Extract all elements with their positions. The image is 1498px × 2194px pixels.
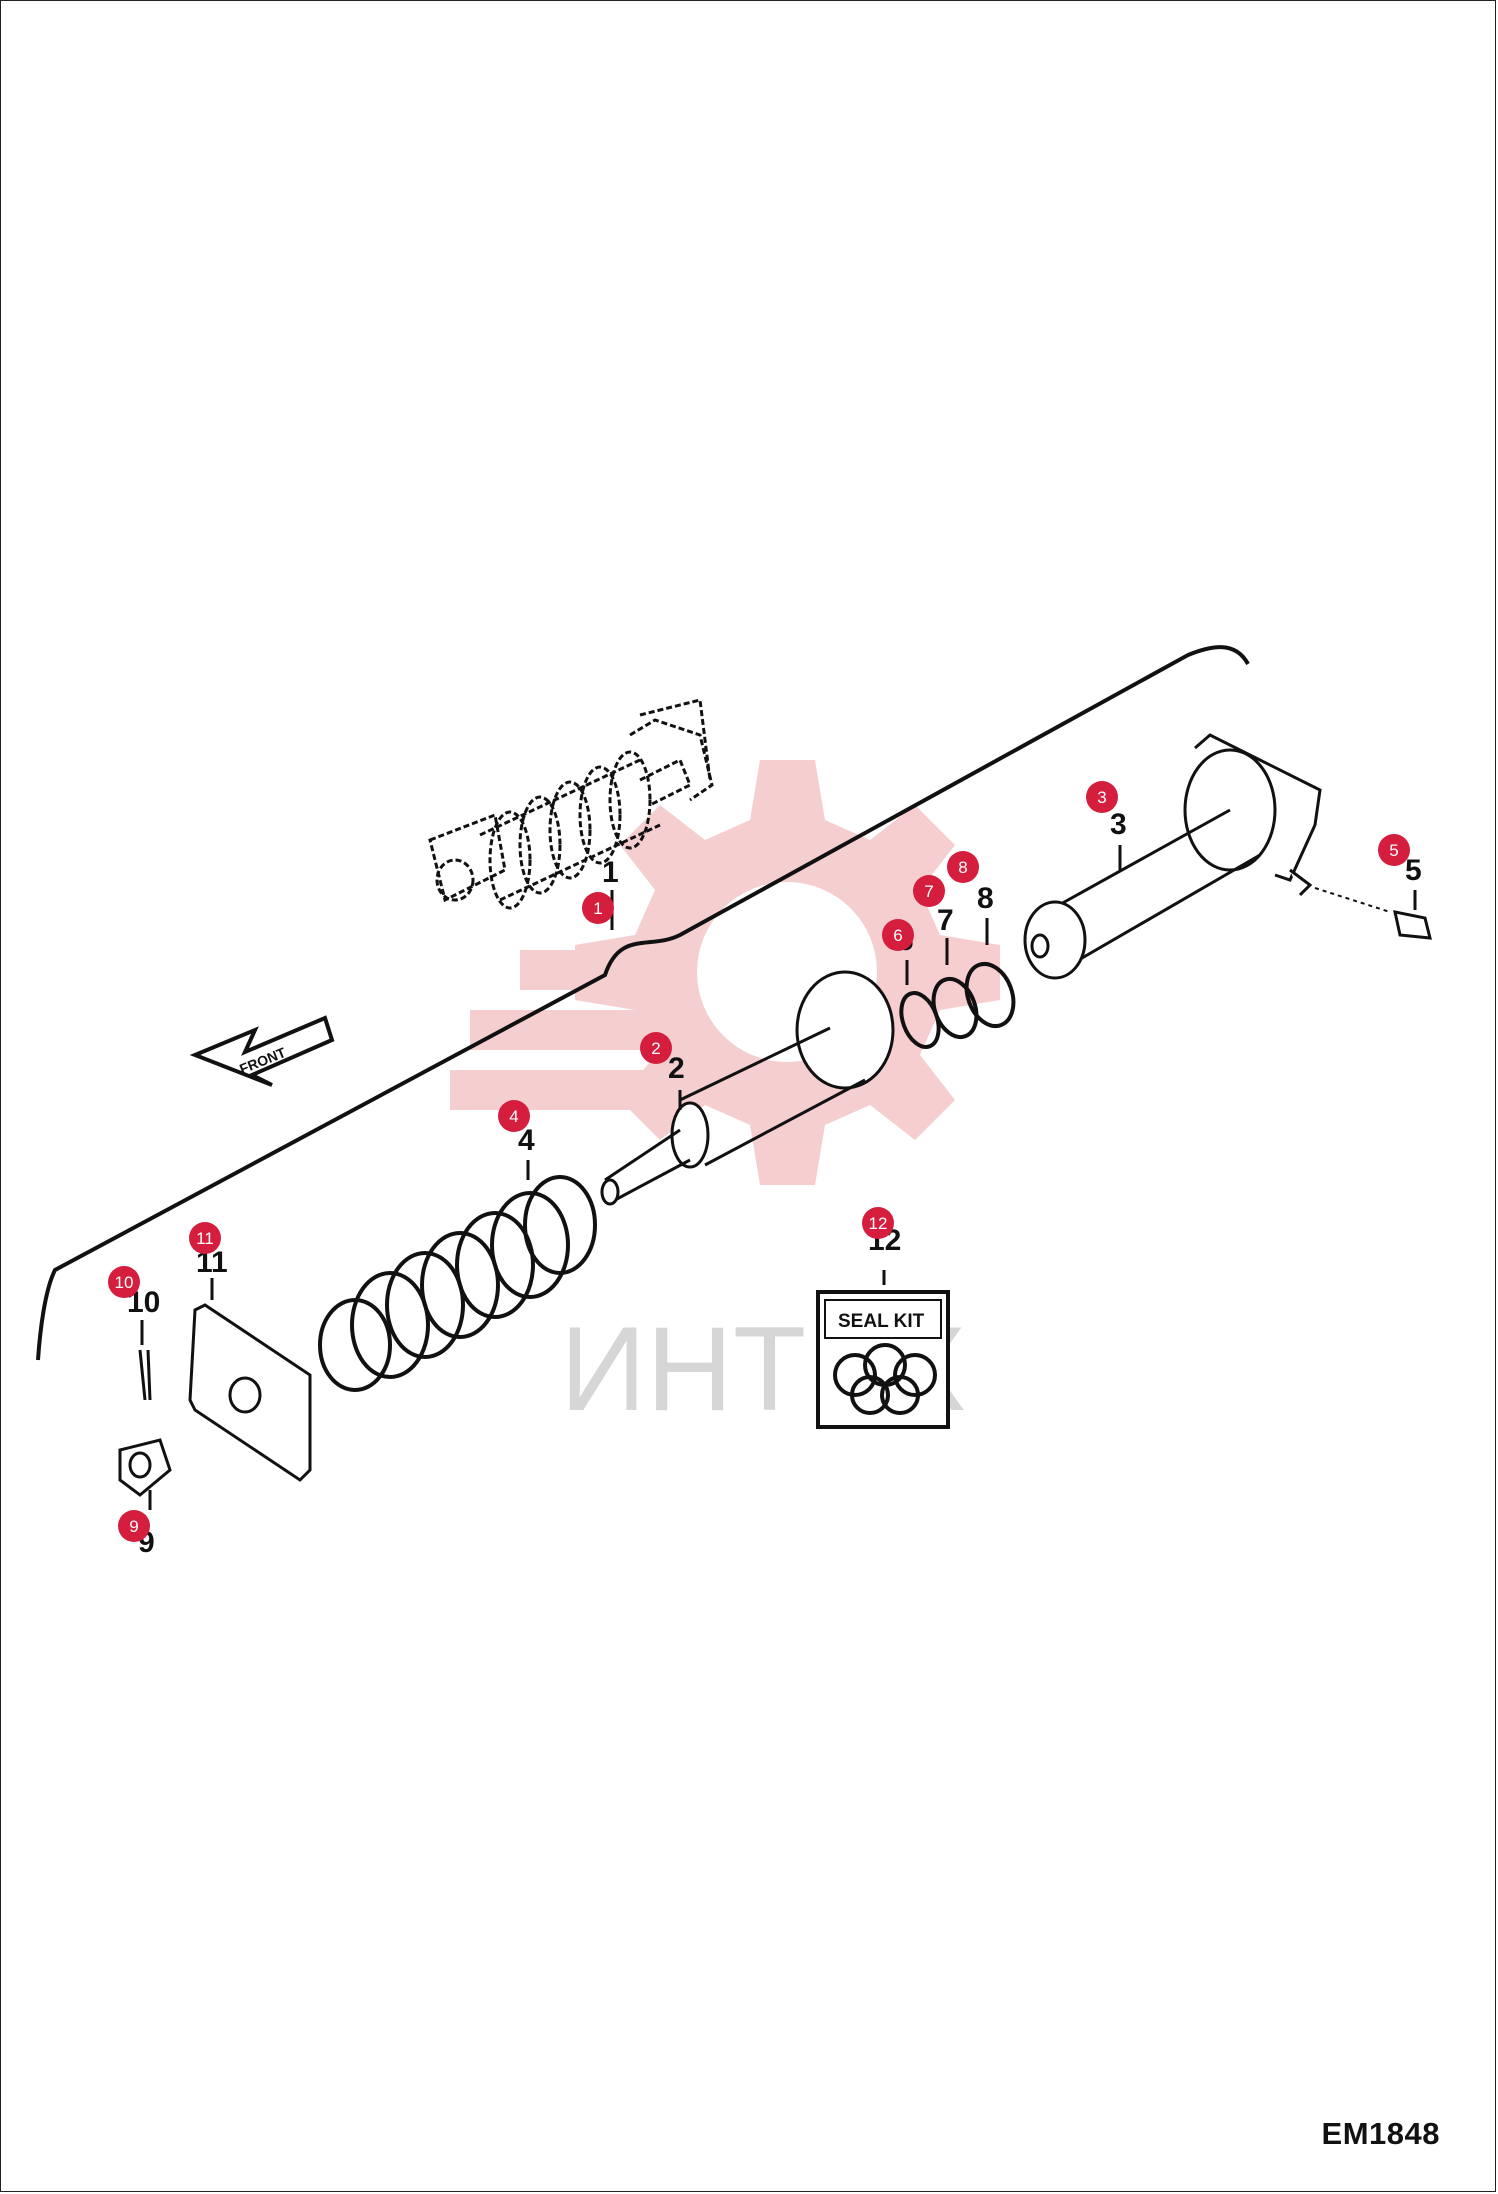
- part-number-5: 5: [1405, 854, 1422, 887]
- badge-part-10-label: 10: [115, 1273, 134, 1292]
- recoil-spring: [318, 1175, 597, 1392]
- badge-part-3[interactable]: 3: [1086, 781, 1118, 813]
- part-number-7: 7: [937, 904, 954, 937]
- badge-part-5[interactable]: 5: [1378, 834, 1410, 866]
- cotter-pin: [138, 1349, 152, 1401]
- part-number-1: 1: [602, 856, 619, 889]
- part-number-8: 8: [977, 882, 994, 915]
- part-number-4: 4: [518, 1124, 535, 1157]
- badge-part-10[interactable]: 10: [108, 1266, 140, 1298]
- badge-part-12[interactable]: 12: [862, 1207, 894, 1239]
- badge-part-6[interactable]: 6: [882, 919, 914, 951]
- piston-rod: [600, 970, 895, 1206]
- part-badges[interactable]: 1 2 3 4 5 6 7 8 9 10 11 12: [108, 781, 1410, 1542]
- badge-part-2[interactable]: 2: [640, 1032, 672, 1064]
- badge-part-9-label: 9: [129, 1517, 138, 1536]
- badge-part-5-label: 5: [1389, 841, 1398, 860]
- assembled-recoil-spring: [428, 698, 714, 910]
- badge-part-1[interactable]: 1: [582, 892, 614, 924]
- seal-rings: [899, 962, 1016, 1049]
- seal-kit: SEAL KIT: [816, 1290, 950, 1429]
- badge-part-4-label: 4: [509, 1107, 518, 1126]
- badge-part-11-label: 11: [196, 1229, 214, 1248]
- badge-part-11[interactable]: 11: [189, 1222, 221, 1254]
- part-number-3: 3: [1110, 808, 1127, 841]
- badge-part-9[interactable]: 9: [118, 1510, 150, 1542]
- group-boundary-line: [36, 645, 1250, 1361]
- diagram-code: EM1848: [1321, 2116, 1440, 2151]
- badge-part-1-label: 1: [593, 899, 602, 918]
- badge-part-6-label: 6: [893, 926, 902, 945]
- badge-part-12-label: 12: [869, 1214, 888, 1233]
- front-arrow: FRONT: [189, 1015, 335, 1087]
- grease-fitting: [1314, 887, 1432, 940]
- seal-kit-label: SEAL KIT: [838, 1311, 925, 1332]
- badge-part-8-label: 8: [958, 858, 967, 877]
- badge-part-8[interactable]: 8: [947, 851, 979, 883]
- badge-part-4[interactable]: 4: [498, 1100, 530, 1132]
- badge-part-3-label: 3: [1097, 788, 1106, 807]
- castle-nut: [118, 1438, 172, 1497]
- part-number-2: 2: [668, 1052, 685, 1085]
- watermark-gear-icon: [450, 760, 1000, 1185]
- plate: [188, 1303, 312, 1482]
- badge-part-7-label: 7: [924, 882, 933, 901]
- badge-part-2-label: 2: [651, 1039, 660, 1058]
- badge-part-7[interactable]: 7: [913, 875, 945, 907]
- cylinder-with-flange: [1023, 733, 1322, 980]
